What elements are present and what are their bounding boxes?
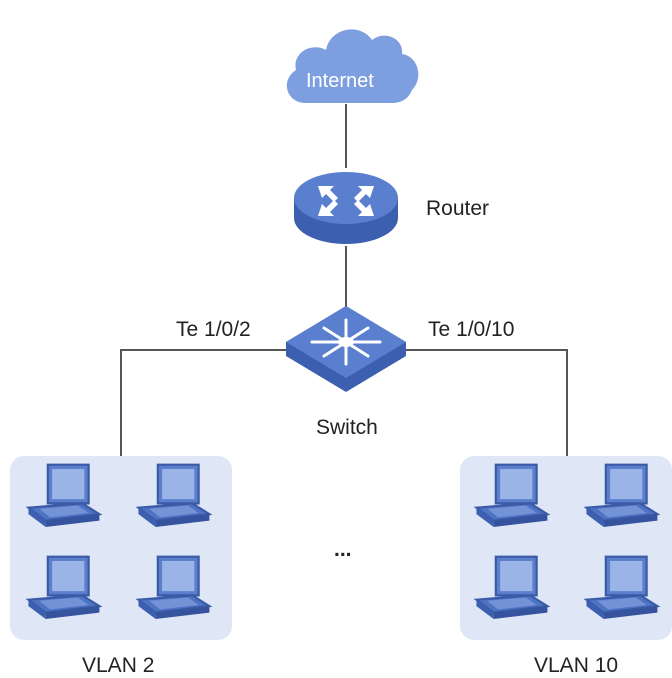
router-label: Router [426,197,490,220]
port-label-right: Te 1/0/10 [428,318,515,341]
switch-icon [286,306,406,392]
vlan-10-group [460,456,672,640]
vlan-2-label: VLAN 2 [82,654,155,677]
vlan-10-label: VLAN 10 [534,654,619,677]
internet-cloud-icon [286,29,419,103]
vlan-2-group [10,456,232,640]
port-label-left: Te 1/0/2 [176,318,251,341]
internet-label: Internet [306,70,374,92]
connection-lines [120,104,568,456]
switch-vlan10-link [404,349,568,456]
switch-vlan2-link [120,349,290,456]
ellipsis: ... [334,538,352,561]
router-icon [294,172,398,244]
switch-label: Switch [316,416,378,439]
